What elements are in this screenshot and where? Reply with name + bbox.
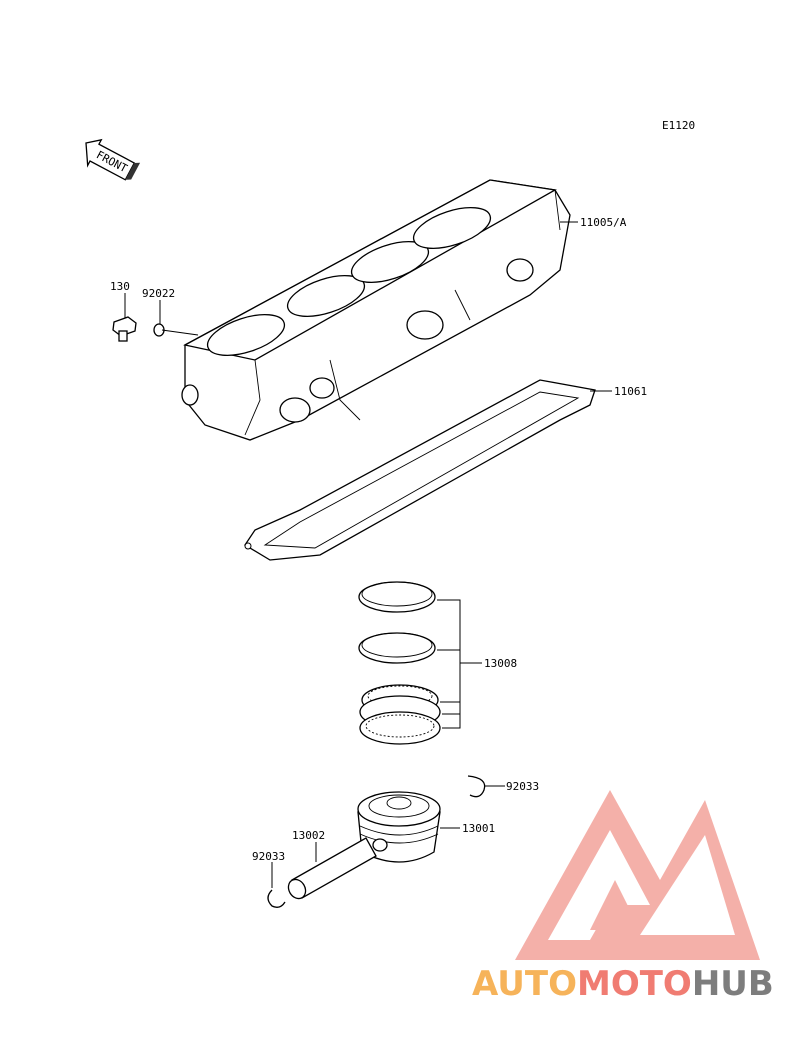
watermark-hub: HUB — [692, 964, 774, 1004]
circlip-right — [467, 775, 486, 798]
watermark-text: AUTOMOTOHUB — [472, 964, 774, 1004]
callout-gasket: 11061 — [614, 385, 647, 398]
cylinder-block — [181, 179, 571, 441]
callout-circlip-right: 92033 — [506, 780, 539, 793]
callout-piston: 13001 — [462, 822, 495, 835]
piston — [357, 791, 441, 863]
circlip-left — [267, 889, 286, 908]
callout-washer: 92022 — [142, 287, 175, 300]
callout-rings: 13008 — [484, 657, 517, 670]
bolt — [112, 316, 137, 342]
watermark-logo-icon — [515, 790, 760, 960]
callout-circlip-left: 92033 — [252, 850, 285, 863]
piston-pin — [287, 837, 377, 900]
callout-pin: 13002 — [292, 829, 325, 842]
front-arrow-icon: FRONT — [85, 138, 141, 181]
callout-bolt: 130 — [110, 280, 130, 293]
diagram-code: E1120 — [662, 119, 695, 132]
leader-lines — [124, 221, 612, 888]
watermark-auto: AUTO — [472, 964, 577, 1004]
watermark-moto: MOTO — [577, 964, 692, 1004]
callout-cylinder: 11005/A — [580, 216, 627, 229]
cylinder-base-gasket — [244, 379, 596, 561]
piston-rings — [358, 581, 441, 745]
